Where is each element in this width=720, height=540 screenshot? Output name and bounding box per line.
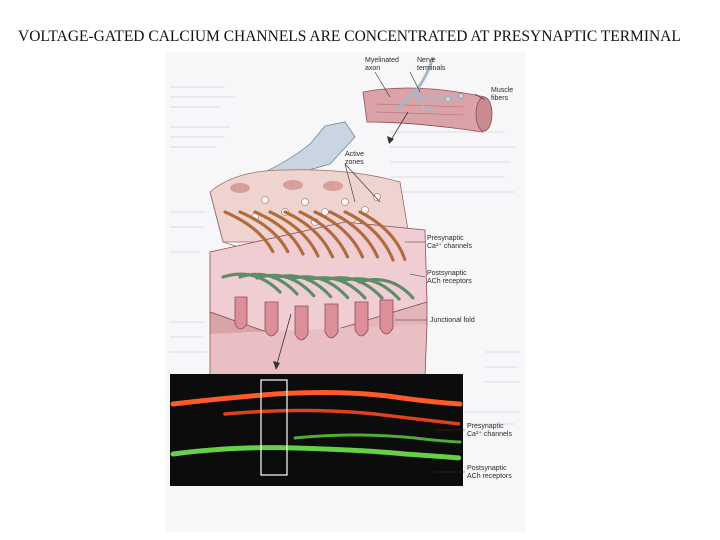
- label-junctional-fold: Junctional fold: [430, 317, 475, 324]
- micrograph-pointer-arrow: [276, 313, 292, 365]
- postsynaptic-stain-band: [170, 445, 463, 461]
- presynaptic-stain-band: [170, 390, 463, 407]
- muscle-fiber-inset: [362, 56, 493, 133]
- postsynaptic-muscle: [209, 221, 428, 378]
- micrograph-selection-box: [260, 379, 288, 476]
- active-zone-channel-rows: [221, 210, 415, 301]
- axon: [263, 121, 356, 175]
- postsynaptic-stain-band-upper: [293, 433, 462, 444]
- background-text-lines: [170, 86, 520, 425]
- presynaptic-stain-band-lower: [223, 408, 462, 426]
- junctional-folds: [234, 296, 394, 341]
- fluorescence-micrograph: [170, 374, 463, 486]
- inset-pointer-arrow: [390, 111, 409, 141]
- slide-title: VOLTAGE-GATED CALCIUM CHANNELS ARE CONCE…: [18, 28, 681, 45]
